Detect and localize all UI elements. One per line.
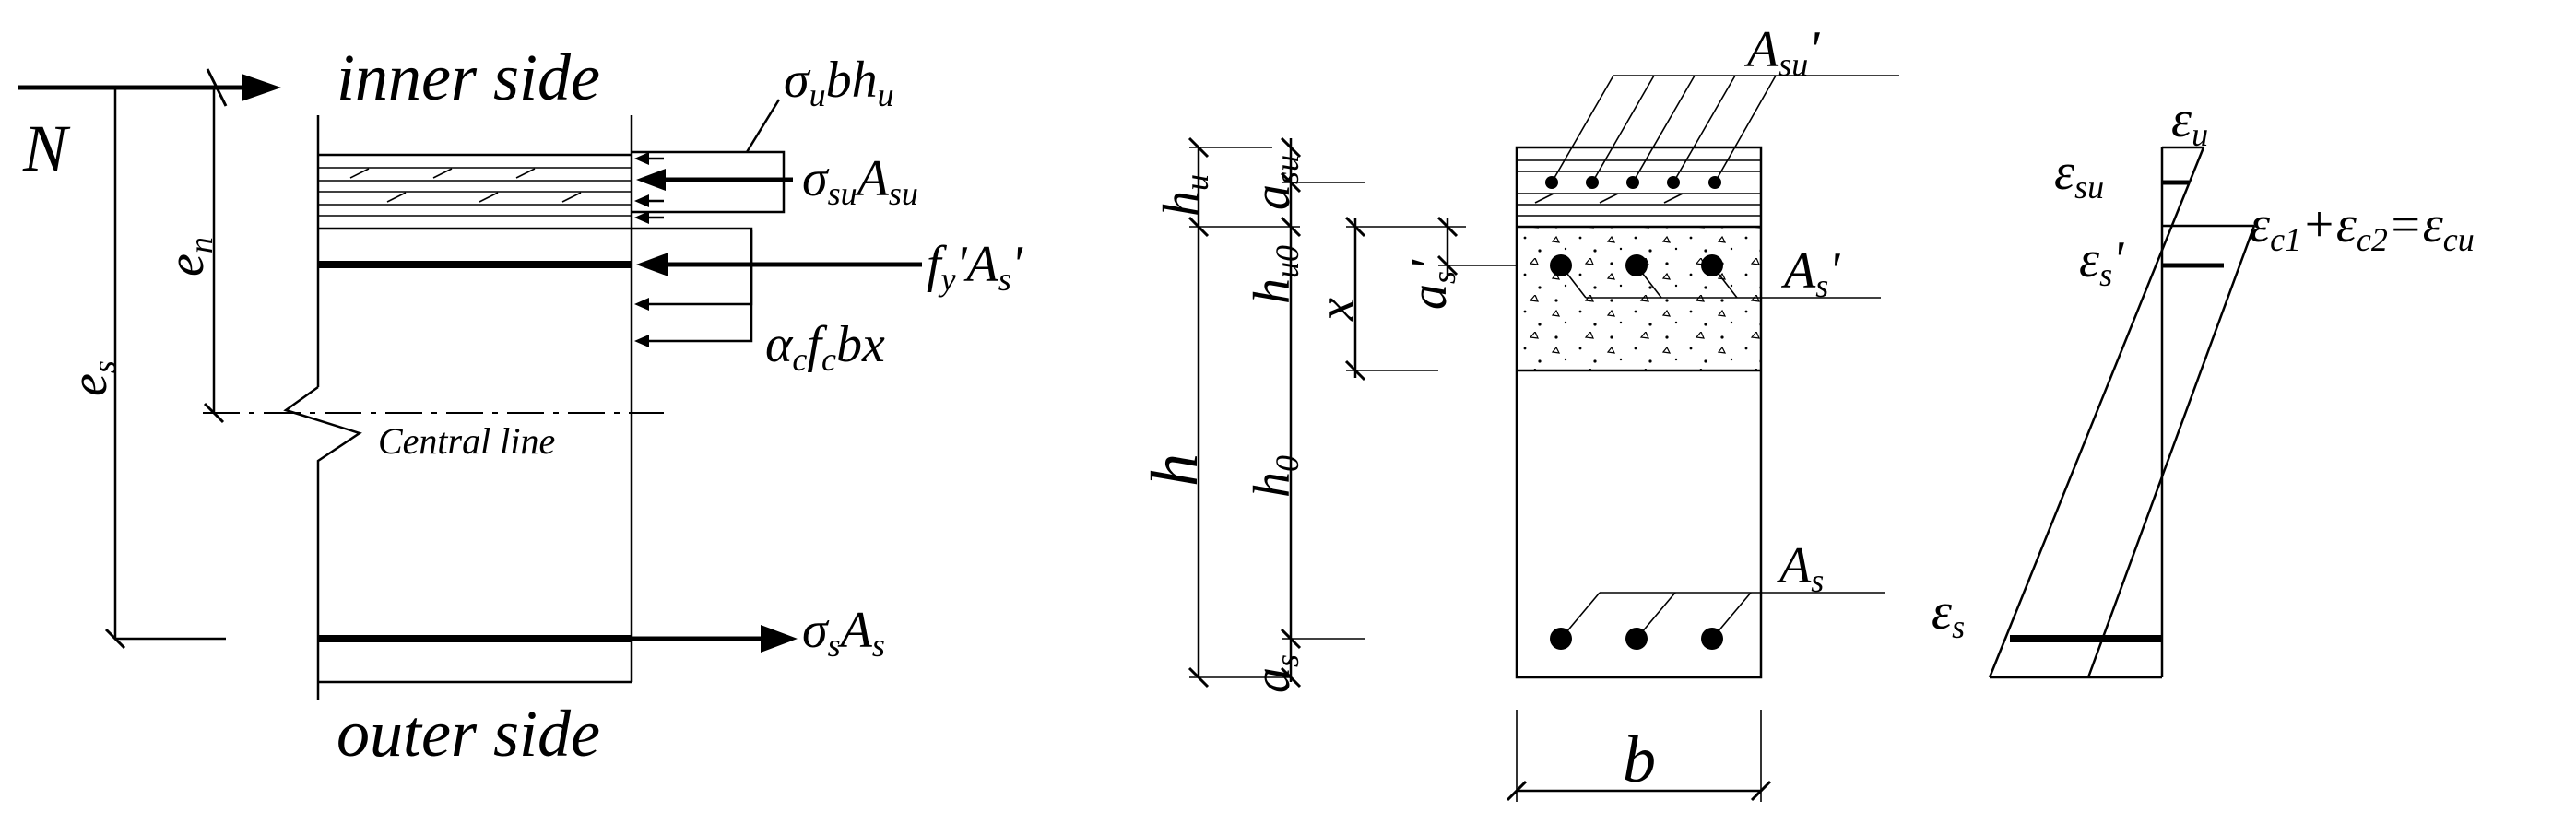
middle-cross-section: Asu' As' As <box>1138 21 1899 802</box>
inner-side-label: inner side <box>337 41 600 114</box>
force-N-label: N <box>22 112 71 185</box>
middle-dimensions <box>1188 136 1772 802</box>
asu-prime-label: Asu' <box>1743 21 1820 83</box>
strain-line-total <box>1988 147 2205 678</box>
force-N-arrowhead <box>242 74 281 101</box>
dim-h-label: h <box>1138 453 1211 487</box>
force-sigma-su-label: σsuAsu <box>802 150 918 212</box>
dim-en-label: en <box>158 237 219 276</box>
eps-s-label: εs <box>1932 583 1965 645</box>
dim-x-label: x <box>1308 298 1365 322</box>
force-sigma-u-label: σubhu <box>784 52 894 113</box>
as-prime-label: As' <box>1780 242 1840 304</box>
sigma-u-leader <box>745 99 781 153</box>
force-fy-label: fy'As' <box>927 236 1023 298</box>
cross-section-outline <box>1515 146 1763 679</box>
section-break-line <box>283 385 362 700</box>
eps-equation-label: εc1+εc2=εcu <box>2250 196 2475 258</box>
outer-side-label: outer side <box>337 697 600 770</box>
dim-as-prime-label: as' <box>1400 259 1462 310</box>
strain-diagram: εu εsu εs' εc1+εc2=εcu εs <box>1932 91 2475 679</box>
asu-prime-bars <box>1545 75 1899 189</box>
left-top-layers <box>318 153 632 230</box>
dim-es-label: es <box>61 360 123 396</box>
dim-as-label: as <box>1244 654 1306 693</box>
eps-s-prime-label: εs' <box>2079 231 2124 293</box>
dim-hu0-label: hu0 <box>1244 245 1306 304</box>
central-line-label: Central line <box>378 420 555 462</box>
dim-asu-label: asu <box>1244 155 1306 210</box>
concrete-compression-zone <box>1518 228 1760 370</box>
strain-line-concrete <box>2086 225 2256 678</box>
as-prime-bars <box>1550 254 1881 299</box>
force-alpha-label: αcfcbx <box>765 316 885 378</box>
layer-arrows <box>634 152 719 347</box>
eps-u-label: εu <box>2171 91 2208 153</box>
as-label: As <box>1776 537 1824 599</box>
eps-su-label: εsu <box>2054 144 2104 206</box>
force-sigma-s-label: σsAs <box>802 602 885 664</box>
left-force-diagram: N inner side outer side en Central line … <box>18 41 1023 770</box>
dim-hu-label: hu <box>1153 174 1215 217</box>
dim-b-label: b <box>1623 723 1656 796</box>
dim-h0-label: h0 <box>1244 455 1306 498</box>
middle-top-layers <box>1517 159 1761 229</box>
as-bars <box>1550 592 1885 650</box>
concrete-block-step2 <box>719 230 753 343</box>
